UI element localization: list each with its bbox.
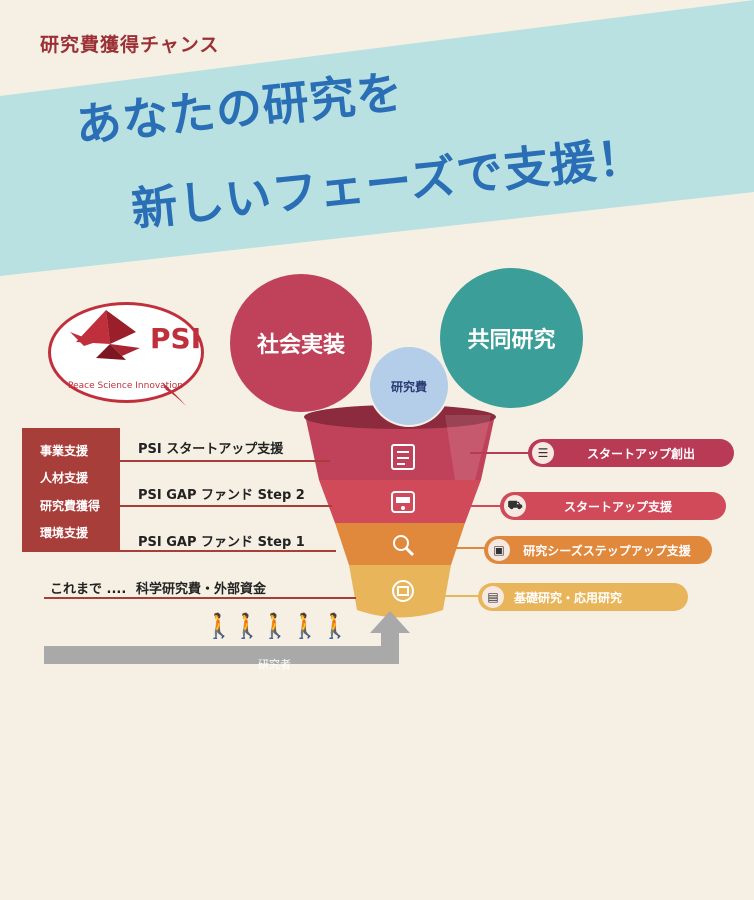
stage-label: 研究シーズステップアップ支援 bbox=[523, 543, 691, 558]
stage-startup-support: ⛟ スタートアップ支援 bbox=[500, 492, 726, 520]
person-walking-icon: 🚶 bbox=[320, 612, 350, 640]
side-item-business: 事業支援 bbox=[40, 444, 89, 458]
path-arrow bbox=[44, 611, 410, 664]
stage-startup-creation: ☰ スタートアップ創出 bbox=[528, 439, 734, 467]
previous-prefix: これまで .... bbox=[50, 582, 127, 597]
divider-line bbox=[118, 428, 120, 552]
stage-seeds-stepup: ▣ 研究シーズステップアップ支援 bbox=[484, 536, 712, 564]
bubble-tail bbox=[162, 382, 186, 406]
side-item-environment: 環境支援 bbox=[40, 526, 89, 540]
person-walking-icon: 🚶 bbox=[260, 612, 290, 640]
social-implementation-circle: 社会実装 bbox=[230, 274, 372, 412]
side-item-funding: 研究費獲得 bbox=[40, 499, 101, 513]
magnifier-icon bbox=[393, 535, 415, 557]
person-walking-icon: 🚶 bbox=[204, 612, 234, 640]
connector-line bbox=[470, 452, 536, 454]
divider-line bbox=[118, 460, 330, 462]
machine-icon bbox=[391, 491, 415, 513]
program-gap-step2: PSI GAP ファンド Step 2 bbox=[138, 488, 305, 503]
divider-line bbox=[44, 597, 356, 599]
person-walking-icon: 🚶 bbox=[290, 612, 320, 640]
person-walking-icon: 🚶 bbox=[232, 612, 262, 640]
monitor-icon: ▣ bbox=[488, 539, 510, 561]
psi-tagline: Peace Science Innovation bbox=[68, 381, 183, 391]
stage-basic-applied: ▤ 基礎研究・応用研究 bbox=[478, 583, 688, 611]
program-gap-step1: PSI GAP ファンド Step 1 bbox=[138, 535, 305, 550]
divider-line bbox=[118, 550, 336, 552]
arrow-label: 研究者 bbox=[258, 658, 291, 671]
list-icon: ☰ bbox=[532, 442, 554, 464]
psi-logo-bubble bbox=[48, 302, 204, 403]
connector-line bbox=[446, 547, 490, 549]
stage-label: スタートアップ創出 bbox=[586, 446, 695, 461]
research-fund-circle: 研究費 bbox=[368, 345, 450, 427]
connector-line bbox=[458, 505, 508, 507]
clipboard-icon bbox=[391, 444, 415, 470]
support-side-panel bbox=[22, 428, 118, 552]
origami-crane-icon bbox=[70, 310, 140, 360]
box-icon: ▤ bbox=[482, 586, 504, 608]
joint-research-circle: 共同研究 bbox=[440, 268, 583, 408]
connector-line bbox=[436, 595, 484, 597]
lab-icon bbox=[392, 580, 414, 602]
stage-label: スタートアップ支援 bbox=[563, 499, 672, 514]
psi-brand: PSI bbox=[150, 322, 202, 355]
kicker-text: 研究費獲得チャンス bbox=[40, 34, 220, 56]
stage-label: 基礎研究・応用研究 bbox=[513, 590, 622, 605]
previous-funding: 科学研究費・外部資金 bbox=[136, 582, 267, 597]
truck-icon: ⛟ bbox=[504, 495, 526, 517]
header-banner bbox=[0, 0, 754, 276]
researchers-walking: 🚶 🚶 🚶 🚶 🚶 bbox=[202, 612, 352, 652]
side-item-talent: 人材支援 bbox=[40, 471, 89, 485]
program-startup-support: PSI スタートアップ支援 bbox=[138, 442, 284, 457]
divider-line bbox=[118, 505, 332, 507]
